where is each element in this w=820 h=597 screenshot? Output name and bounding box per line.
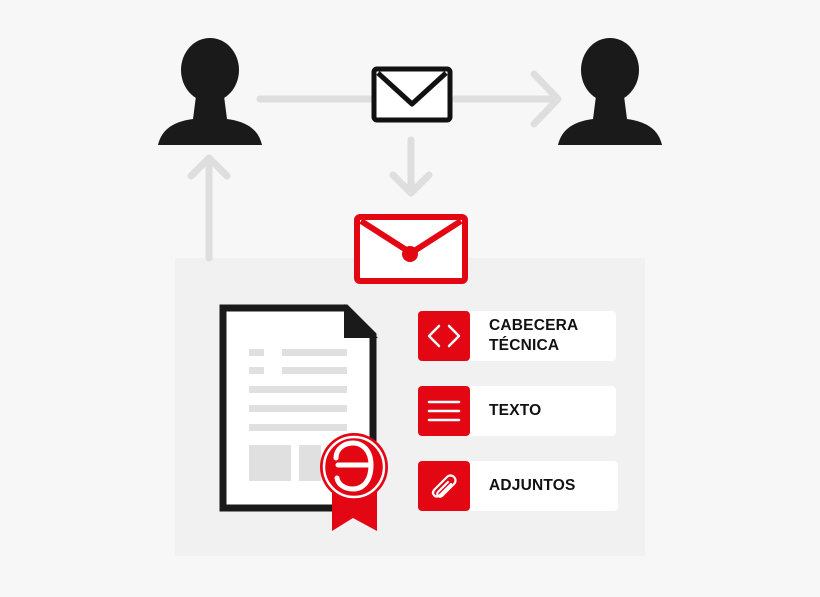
certification-seal-icon bbox=[320, 433, 388, 531]
envelope-icon bbox=[371, 66, 453, 123]
section-card-cabecera-tecnica: CABECERA TÉCNICA bbox=[418, 311, 616, 361]
code-brackets-icon bbox=[418, 311, 470, 361]
section-label-adjuntos: ADJUNTOS bbox=[489, 461, 576, 511]
section-label-line: TÉCNICA bbox=[489, 337, 560, 354]
arrow-up-to-sender bbox=[187, 154, 231, 262]
section-label-line: TEXTO bbox=[489, 402, 542, 419]
section-label-line: ADJUNTOS bbox=[489, 477, 576, 494]
section-label-line: CABECERA bbox=[489, 317, 579, 334]
document-lines bbox=[249, 349, 347, 481]
section-label-cabecera-tecnica: CABECERA TÉCNICA bbox=[489, 311, 578, 361]
paperclip-icon bbox=[418, 461, 470, 511]
arrow-down-to-certified bbox=[389, 136, 433, 197]
section-label-texto: TEXTO bbox=[489, 386, 541, 436]
certified-envelope-icon bbox=[354, 214, 468, 284]
sender-person-icon bbox=[158, 38, 262, 145]
section-card-texto: TEXTO bbox=[418, 386, 616, 436]
text-lines-icon bbox=[418, 386, 470, 436]
arrow-envelope-to-recipient bbox=[451, 70, 562, 128]
recipient-person-icon bbox=[558, 38, 662, 145]
section-card-adjuntos: ADJUNTOS bbox=[418, 461, 618, 511]
